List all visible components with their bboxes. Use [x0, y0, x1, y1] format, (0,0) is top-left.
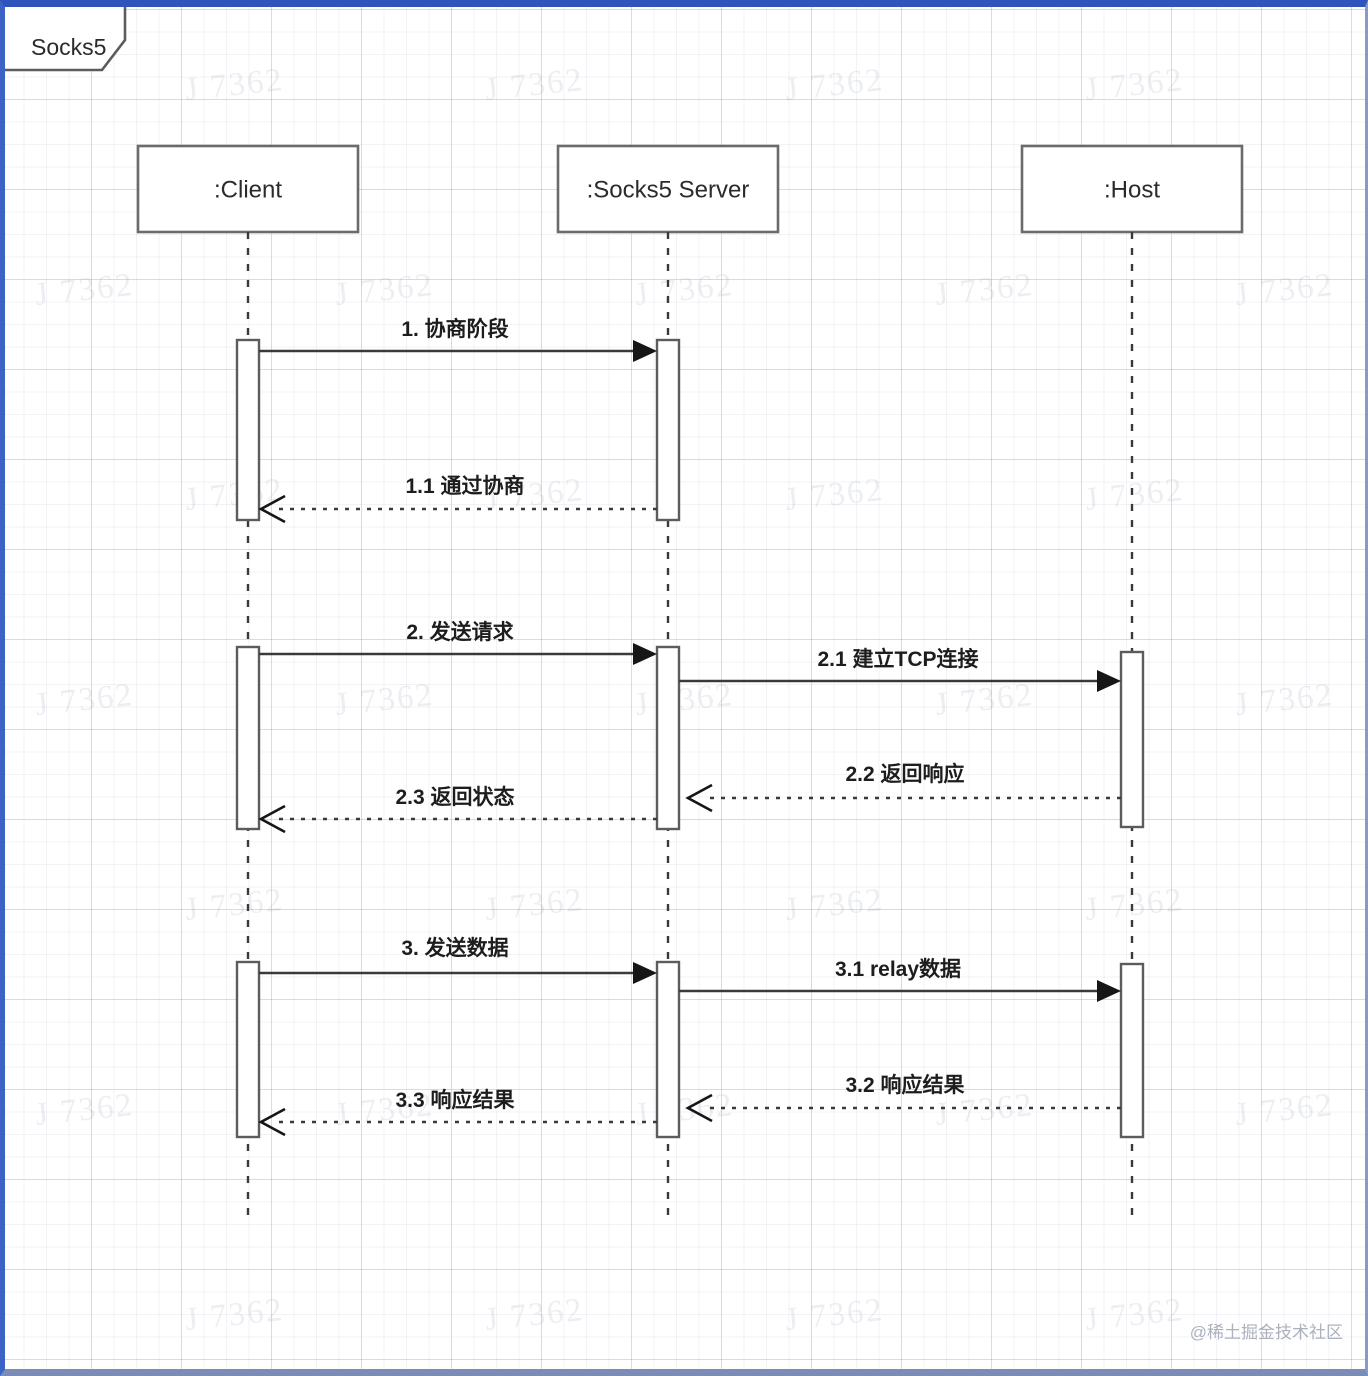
message-label: 3.3 响应结果: [395, 1088, 514, 1112]
participant-label-server: :Socks5 Server: [587, 176, 750, 203]
activation-bars: [235, 338, 1145, 1139]
frame-tab-label: Socks5: [31, 34, 106, 60]
arrowhead-filled: [1097, 670, 1121, 692]
arrowhead-open: [258, 494, 286, 524]
arrowhead-filled: [633, 643, 657, 665]
arrowhead-open: [685, 783, 713, 813]
arrowhead-open: [685, 1093, 713, 1123]
message-label: 2.1 建立TCP连接: [817, 647, 978, 671]
message-3-3[interactable]: 3.3 响应结果: [258, 1088, 657, 1137]
message-2-2[interactable]: 2.2 返回响应: [685, 762, 1121, 813]
activation-bar: [235, 338, 261, 522]
activation-bar: [655, 960, 681, 1139]
message-label: 2. 发送请求: [406, 620, 513, 644]
activation-bar: [1119, 962, 1145, 1139]
message-2-1[interactable]: 2.1 建立TCP连接: [679, 647, 1121, 692]
sequence-diagram-svg: Socks5 :Client :Socks5 Server :Host: [5, 7, 1244, 1223]
message-label: 1.1 通过协商: [405, 474, 524, 498]
arrowhead-open: [258, 1107, 286, 1137]
message-label: 3. 发送数据: [401, 936, 508, 960]
participant-box-client[interactable]: [136, 144, 360, 234]
message-3-1[interactable]: 3.1 relay数据: [679, 958, 1121, 1002]
message-1-1[interactable]: 1.1 通过协商: [258, 474, 657, 524]
participant-host[interactable]: :Host: [1020, 144, 1244, 1223]
message-label: 2.2 返回响应: [845, 762, 964, 786]
message-3-2[interactable]: 3.2 响应结果: [685, 1073, 1121, 1123]
message-label: 3.1 relay数据: [835, 958, 961, 981]
frame-group: Socks5: [5, 7, 127, 72]
arrowhead-filled: [633, 962, 657, 984]
activation-bar: [655, 645, 681, 831]
activation-bar: [655, 338, 681, 522]
activation-bar: [235, 645, 261, 831]
participant-box-host[interactable]: [1020, 144, 1244, 234]
participant-box-server[interactable]: [556, 144, 780, 234]
activation-bar: [235, 960, 261, 1139]
arrowhead-filled: [633, 340, 657, 362]
message-3[interactable]: 3. 发送数据: [259, 936, 657, 984]
message-label: 2.3 返回状态: [395, 785, 514, 809]
participant-label-client: :Client: [214, 176, 282, 203]
message-2-3[interactable]: 2.3 返回状态: [258, 785, 657, 834]
arrowhead-open: [258, 804, 286, 834]
participant-label-host: :Host: [1104, 176, 1160, 203]
arrowhead-filled: [1097, 980, 1121, 1002]
message-label: 3.2 响应结果: [845, 1073, 964, 1097]
message-label: 1. 协商阶段: [401, 317, 508, 341]
message-2[interactable]: 2. 发送请求: [259, 620, 657, 665]
frame-tab-shape: [5, 7, 127, 72]
message-1[interactable]: 1. 协商阶段: [259, 317, 657, 362]
corner-watermark: @稀土掘金技术社区: [1189, 1323, 1343, 1342]
activation-bar: [1119, 650, 1145, 829]
